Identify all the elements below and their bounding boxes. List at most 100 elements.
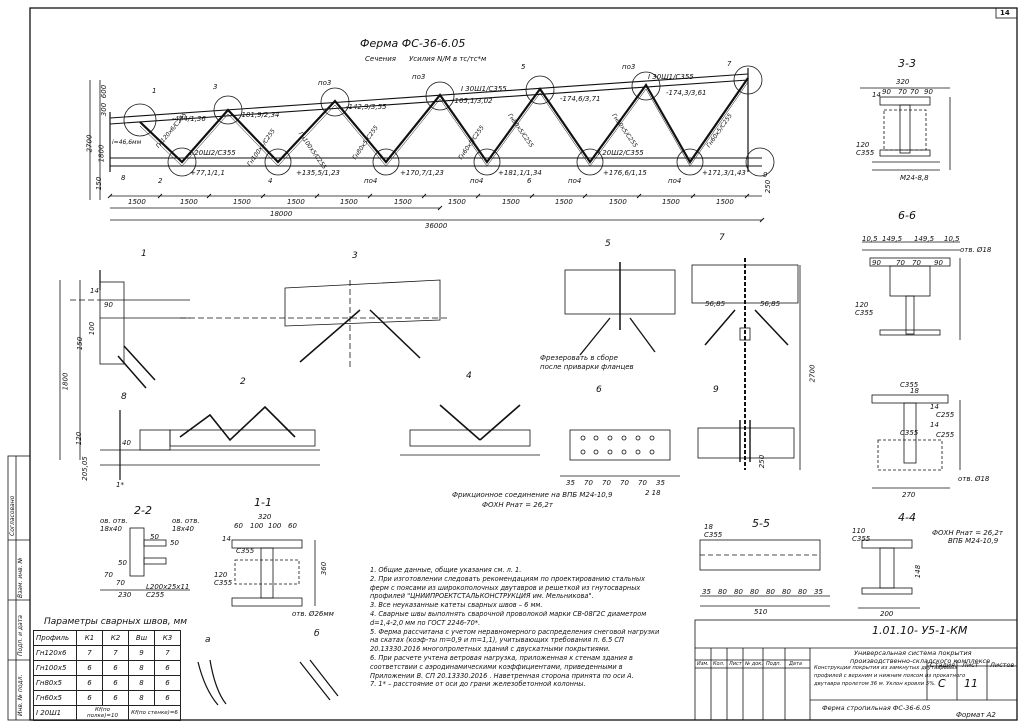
dimension: 250 <box>764 179 773 194</box>
header-cell: Вш <box>128 630 155 646</box>
truss-title: Ферма ФС-36-6.05 <box>360 37 466 50</box>
chord-label: I 30Ш1/С355 <box>648 73 694 81</box>
note-item: 4. Сварные швы выполнять сварочной прово… <box>370 609 647 627</box>
note-item: 6. При расчете учтена ветровая нагрузка,… <box>370 653 634 680</box>
detail-a-b-drawing <box>197 659 339 706</box>
sheet-desc: Конструкции покрытия из замкнутых двутав… <box>814 665 958 671</box>
dimension: 120 <box>855 301 869 309</box>
milling-note: после приварки фланцев <box>540 363 634 371</box>
dimension: 148 <box>914 564 923 579</box>
force-label: -174,3/3,61 <box>666 89 707 97</box>
dimension: 1500 <box>662 198 680 206</box>
dimension: C355 <box>236 547 255 555</box>
dimension: 90 <box>882 88 891 96</box>
dimension: отв. Ø18 <box>960 246 992 254</box>
section-title: а <box>205 635 211 645</box>
dimension: 14 <box>90 287 99 295</box>
dimension: 80 <box>734 588 743 596</box>
dimension: 14 <box>930 403 939 411</box>
header-cell: Профиль <box>33 630 77 646</box>
dimension: 70 <box>602 479 611 487</box>
cell: Гн60х5 <box>33 690 77 706</box>
node-tag: по4 <box>668 177 682 185</box>
dimension: C255 <box>936 411 955 419</box>
table-row: I 20Ш1 Кf(по полке)=10 Кf(по стенке)=6 <box>33 705 181 721</box>
detail-callout: 3 <box>352 251 358 261</box>
dimension: 35 <box>656 479 665 487</box>
dimension: 1500 <box>609 198 627 206</box>
dimension: 80 <box>718 588 727 596</box>
dimension: 18000 <box>270 210 293 218</box>
dimension: 35 <box>814 588 823 596</box>
dimension: 50 <box>118 559 127 567</box>
section-title: 5-5 <box>752 517 770 530</box>
sheet-number: 14 <box>1000 9 1010 17</box>
dimension: 80 <box>782 588 791 596</box>
cell: Гн120х6 <box>33 645 77 661</box>
dimension: 10,5 <box>944 235 960 243</box>
detail-2-drawing <box>100 405 320 480</box>
dimension: C355 <box>900 381 919 389</box>
node-label: 6 <box>527 177 532 185</box>
detail-4-drawing <box>400 404 540 456</box>
dimension: 250 <box>758 454 767 469</box>
detail-callout: 5 <box>605 239 611 249</box>
dimension: 320 <box>258 513 272 521</box>
stamp-label: Взам. инв. № <box>17 557 24 598</box>
table-row: Гн80х5 6 6 8 6 <box>33 675 181 691</box>
dimension: 35 <box>566 479 575 487</box>
section-title: 1-1 <box>254 496 272 509</box>
drawing-code: 1.01.10- У5-1-КМ <box>872 624 968 637</box>
dimension: 80 <box>766 588 775 596</box>
force-label: +181,1/1,34 <box>498 169 542 177</box>
dimension: 110 <box>852 527 866 535</box>
sheet-desc: профилей с верхним и нижним поясом из пр… <box>814 673 966 679</box>
header-cell: К3 <box>154 630 181 646</box>
dimension: 320 <box>896 78 910 86</box>
cell: 6 <box>102 660 129 676</box>
dimension: 70 <box>104 571 113 579</box>
dimension: 90 <box>924 88 933 96</box>
dimension: C255 <box>146 591 165 599</box>
detail-7-drawing <box>691 258 801 470</box>
force-label: +135,5/1,23 <box>296 169 340 177</box>
chord-label: I 20Ш2/С355 <box>598 149 644 157</box>
dimension: C355 <box>704 531 723 539</box>
section-title: б <box>314 629 320 639</box>
dimension: 200 <box>880 610 894 618</box>
header-cell: К1 <box>76 630 103 646</box>
dimension: 1500 <box>233 198 251 206</box>
sheet-label: Лист <box>962 661 979 669</box>
node-label: 2 <box>158 177 163 185</box>
dimension: C355 <box>900 429 919 437</box>
dimension: 1500 <box>128 198 146 206</box>
dimension: 60 <box>234 522 243 530</box>
section-5-5-drawing <box>699 539 830 607</box>
slope-note: i=46,6мм <box>112 139 142 146</box>
stamp-label: Согласовано <box>9 495 16 536</box>
dimension: 56,85 <box>760 300 781 308</box>
node-label: 5 <box>521 63 526 71</box>
dimension: 14 <box>930 421 939 429</box>
dimension: 360 <box>320 561 329 576</box>
dimension: 70 <box>638 479 647 487</box>
detail-callout: 7 <box>719 233 725 243</box>
cell: 8 <box>128 660 155 676</box>
chord-label: I 30Ш1/С355 <box>461 85 507 93</box>
dimension: 1500 <box>394 198 412 206</box>
dimension: M24-8,8 <box>900 174 929 182</box>
dimension: 70 <box>896 259 905 267</box>
fokh-note: ФОХН Рнат = 26,2т <box>482 501 553 509</box>
legend-sections: Сечения <box>365 55 396 63</box>
tb-col: Лист <box>729 661 742 667</box>
detail-5-drawing <box>564 262 676 356</box>
force-label: +171,3/1,43 <box>702 169 746 177</box>
section-3-3-drawing <box>860 87 951 171</box>
legend-forces: Усилия N/M в тс/тс*м <box>409 55 487 63</box>
cell: 7 <box>76 645 103 661</box>
dimension: 230 <box>118 591 132 599</box>
dimension: 70 <box>912 259 921 267</box>
note-item: 5. Ферма рассчитана с учетом неравномерн… <box>370 627 660 654</box>
dimension: 80 <box>750 588 759 596</box>
